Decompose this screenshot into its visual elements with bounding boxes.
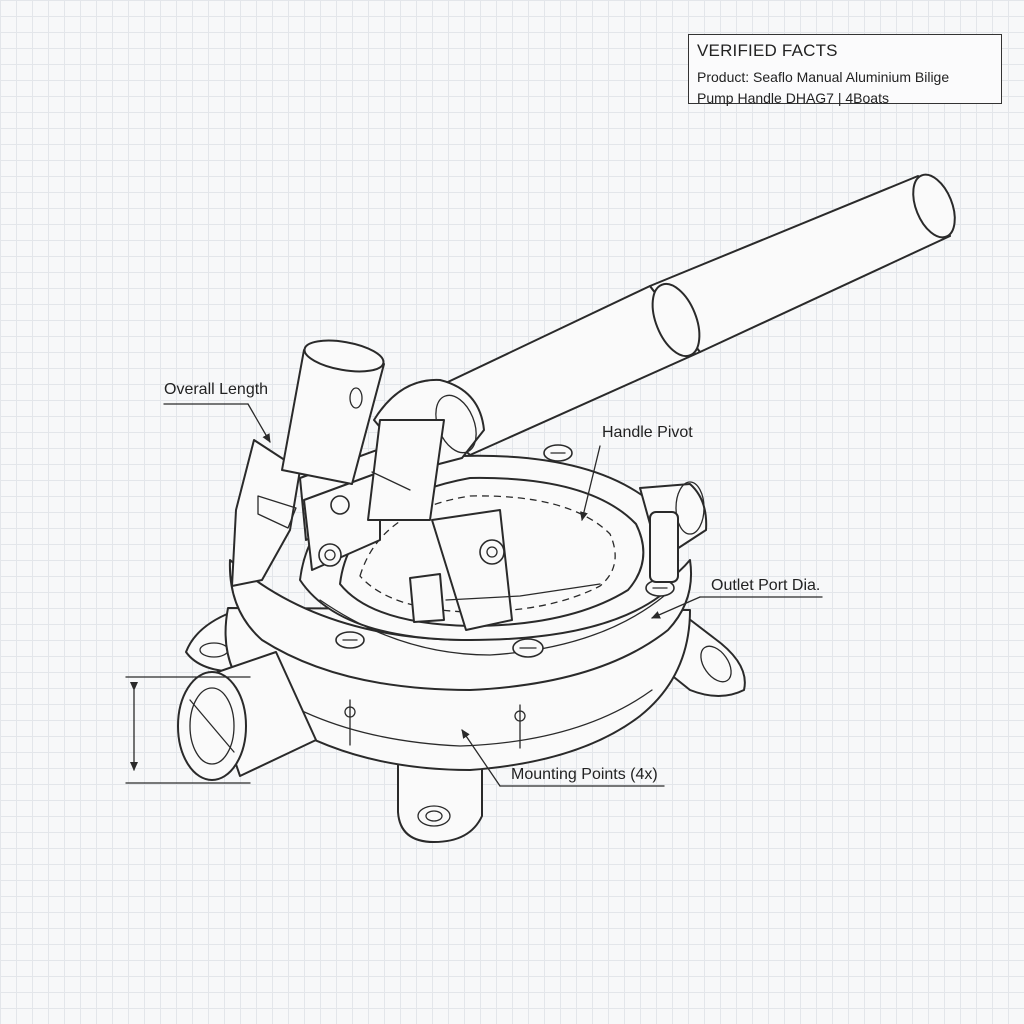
verified-facts-box: VERIFIED FACTS Product: Seaflo Manual Al… bbox=[688, 34, 1002, 106]
inlet-dimension-line bbox=[125, 676, 251, 784]
label-outlet-port: Outlet Port Dia. bbox=[711, 577, 821, 594]
rim-bolt-front bbox=[512, 638, 544, 658]
label-overall-length: Overall Length bbox=[164, 381, 269, 398]
leader-mounting-points-arrow bbox=[461, 729, 501, 787]
facts-title: VERIFIED FACTS bbox=[697, 41, 838, 60]
pump-handle-lever bbox=[367, 173, 956, 521]
rim-bolt-left bbox=[335, 631, 365, 649]
leader-handle-pivot bbox=[580, 445, 601, 521]
label-mounting-points: Mounting Points (4x) bbox=[511, 766, 658, 783]
facts-product-line-1: Product: Seaflo Manual Aluminium Bilige bbox=[697, 69, 950, 85]
inlet-port bbox=[177, 651, 317, 781]
leader-overall-length-arrow bbox=[247, 403, 271, 443]
leader-outlet-port-arrow bbox=[651, 596, 701, 619]
label-handle-pivot: Handle Pivot bbox=[602, 424, 693, 441]
rim-bolt-top bbox=[543, 444, 573, 462]
facts-product-line-2: Pump Handle DHAG7 | 4Boats bbox=[697, 90, 889, 106]
outlet-port bbox=[639, 481, 708, 583]
pivot-post bbox=[281, 339, 385, 485]
inner-linkage bbox=[409, 509, 601, 631]
handle-bracket bbox=[231, 437, 411, 587]
